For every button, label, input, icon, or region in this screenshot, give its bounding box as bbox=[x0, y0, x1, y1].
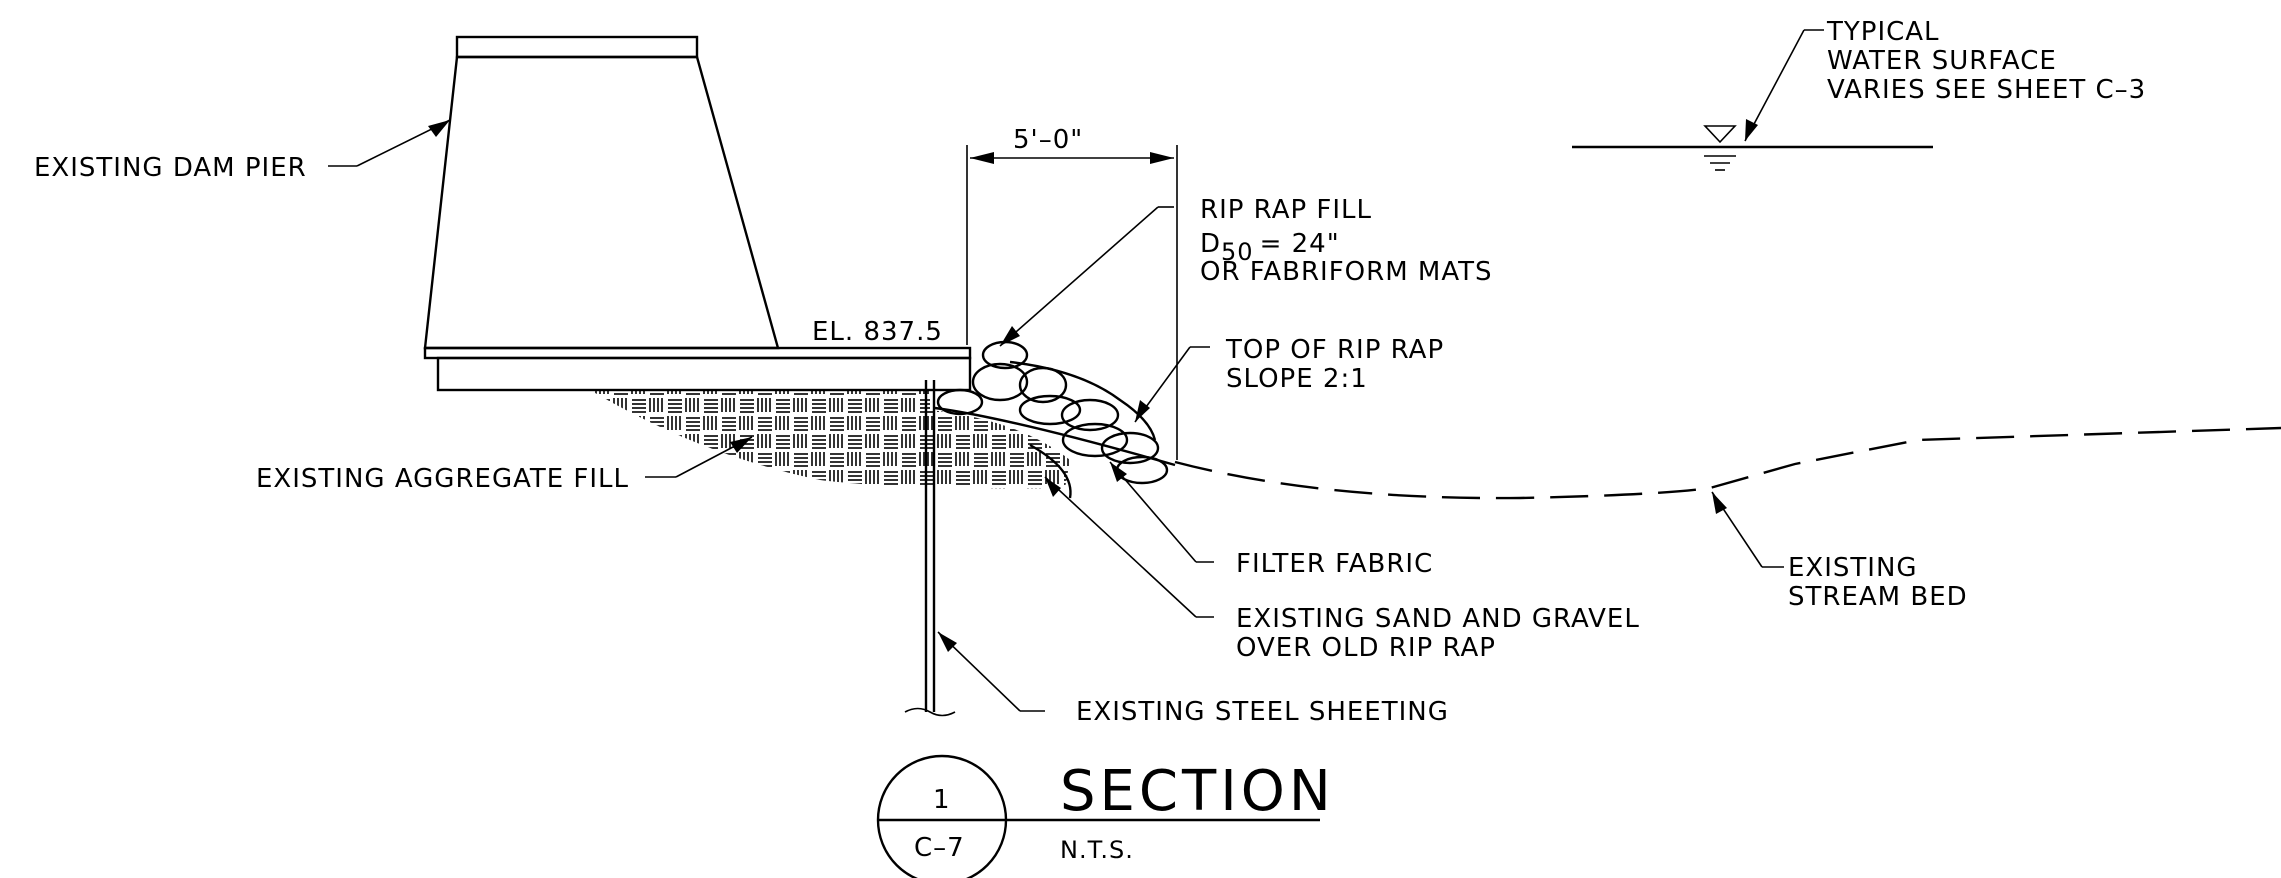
section-title-block bbox=[876, 754, 1320, 878]
stream-bed-line bbox=[1174, 426, 2281, 500]
sand-gravel-layer bbox=[1029, 443, 1072, 499]
label-rip-rap-line1: RIP RAP FILL bbox=[1200, 195, 1372, 225]
label-aggregate-fill: EXISTING AGGREGATE FILL bbox=[256, 464, 629, 494]
label-steel-sheeting: EXISTING STEEL SHEETING bbox=[1076, 697, 1449, 727]
label-top-rip-rap-line2: SLOPE 2:1 bbox=[1226, 364, 1368, 394]
label-top-rip-rap-line1: TOP OF RIP RAP bbox=[1225, 335, 1444, 365]
dam-pier bbox=[423, 35, 972, 392]
section-sheet: C–7 bbox=[914, 833, 965, 863]
rip-rap-stones bbox=[936, 340, 1169, 485]
dimension-5ft bbox=[966, 145, 1178, 460]
rip-rap-equals: = 24" bbox=[1260, 229, 1340, 259]
leader-arrowheads bbox=[428, 119, 1758, 652]
section-scale: N.T.S. bbox=[1060, 836, 1134, 864]
label-rip-rap-line3: OR FABRIFORM MATS bbox=[1200, 257, 1493, 287]
label-elevation: EL. 837.5 bbox=[812, 317, 943, 347]
label-sand-gravel-line2: OVER OLD RIP RAP bbox=[1236, 633, 1496, 663]
label-dam-pier: EXISTING DAM PIER bbox=[34, 153, 307, 183]
label-filter-fabric: FILTER FABRIC bbox=[1236, 549, 1433, 579]
aggregate-fill bbox=[590, 390, 1070, 489]
label-rip-rap-line2: D50= 24" bbox=[1200, 229, 1340, 266]
label-sand-gravel-line1: EXISTING SAND AND GRAVEL bbox=[1236, 604, 1640, 634]
label-water-line2: WATER SURFACE bbox=[1827, 46, 2057, 76]
filter-fabric bbox=[934, 406, 1176, 467]
label-water-line1: TYPICAL bbox=[1826, 17, 1940, 47]
label-water-line3: VARIES SEE SHEET C–3 bbox=[1827, 75, 2146, 105]
steel-sheeting bbox=[904, 380, 956, 717]
section-number: 1 bbox=[933, 785, 951, 815]
label-stream-bed-line2: STREAM BED bbox=[1788, 582, 1968, 612]
rip-rap-subscript: 50 bbox=[1221, 238, 1254, 266]
water-surface-symbol bbox=[1572, 125, 1933, 171]
dimension-label: 5'–0" bbox=[1013, 125, 1083, 155]
label-stream-bed-line1: EXISTING bbox=[1788, 553, 1918, 583]
rip-rap-d: D bbox=[1200, 229, 1221, 259]
section-title: SECTION bbox=[1060, 759, 1335, 824]
